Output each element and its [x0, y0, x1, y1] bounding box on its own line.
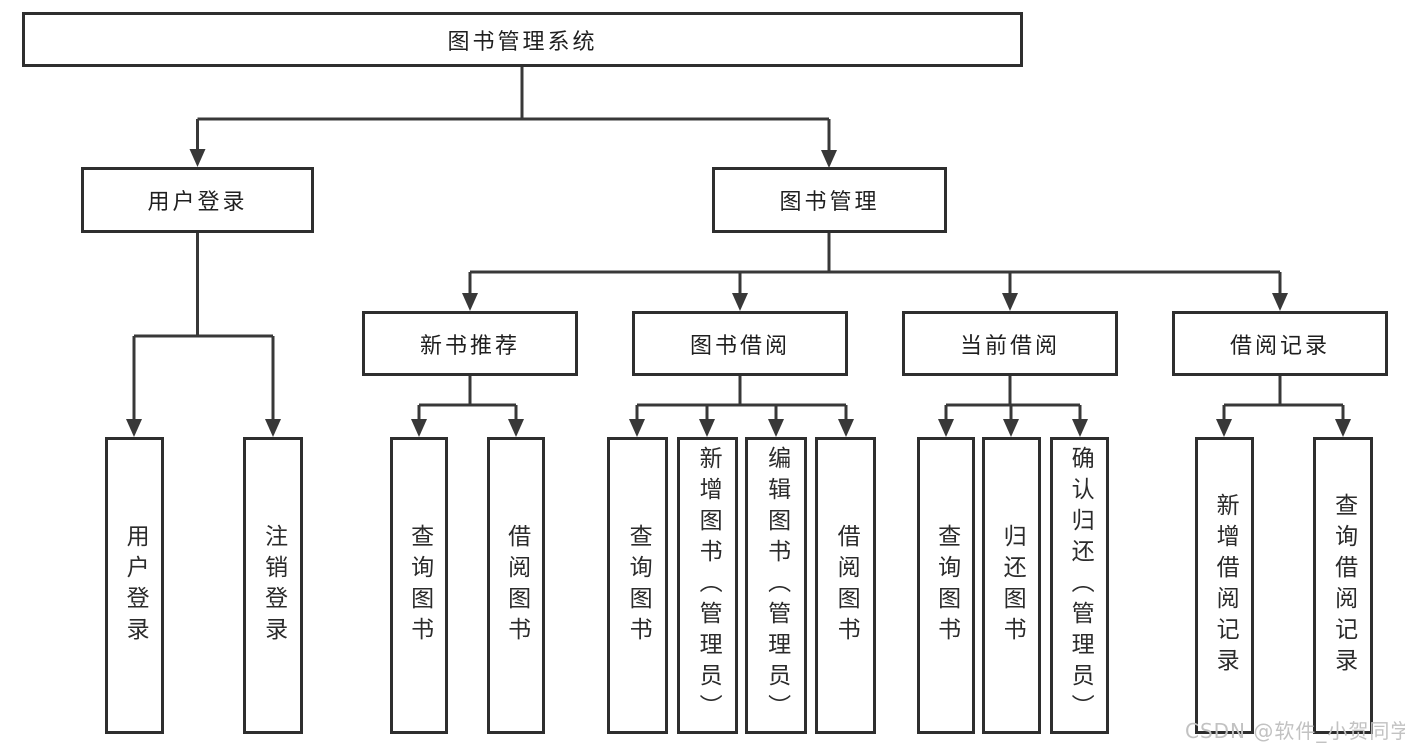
leaf-borrow-books-recommend: 借阅图书: [487, 437, 545, 734]
node-current-borrow: 当前借阅: [902, 311, 1118, 376]
node-borrow-records-label: 借阅记录: [1229, 333, 1330, 359]
leaf-confirm-return-admin: 确认归还（管理员）: [1050, 437, 1109, 734]
leaf-query-borrow-record-label: 查询借阅记录: [1330, 492, 1357, 679]
leaf-add-book-admin-label: 新增图书（管理员）: [695, 446, 722, 725]
leaf-add-book-admin: 新增图书（管理员）: [677, 437, 738, 734]
leaf-query-books-borrow: 查询图书: [607, 437, 668, 734]
leaf-edit-book-admin-label: 编辑图书（管理员）: [763, 446, 790, 725]
node-root-label: 图书管理系统: [447, 29, 598, 55]
node-user-login-label: 用户登录: [147, 190, 248, 215]
node-user-login: 用户登录: [81, 167, 314, 233]
node-book-management: 图书管理: [712, 167, 947, 233]
watermark: CSDN @软件_小贺同学: [1185, 719, 1405, 743]
node-borrow-records: 借阅记录: [1172, 311, 1388, 376]
node-current-borrow-label: 当前借阅: [959, 333, 1060, 359]
leaf-confirm-return-admin-label: 确认归还（管理员）: [1067, 446, 1094, 725]
node-new-book-recommend-label: 新书推荐: [419, 333, 520, 359]
node-book-borrow-label: 图书借阅: [689, 333, 790, 359]
node-book-management-label: 图书管理: [779, 190, 880, 215]
arrowheads: [126, 149, 1351, 437]
leaf-user-login: 用户登录: [105, 437, 164, 734]
leaf-edit-book-admin: 编辑图书（管理员）: [745, 437, 807, 734]
node-new-book-recommend: 新书推荐: [362, 311, 578, 376]
node-root: 图书管理系统: [22, 12, 1023, 67]
leaf-add-borrow-record: 新增借阅记录: [1195, 437, 1254, 734]
leaf-return-book: 归还图书: [982, 437, 1041, 734]
leaf-query-books-current: 查询图书: [917, 437, 975, 734]
leaf-query-books-current-label: 查询图书: [933, 523, 960, 648]
leaf-borrow-books-recommend-label: 借阅图书: [503, 523, 530, 648]
leaf-return-book-label: 归还图书: [999, 523, 1026, 648]
leaf-add-borrow-record-label: 新增借阅记录: [1212, 492, 1239, 679]
leaf-query-borrow-record: 查询借阅记录: [1313, 437, 1373, 734]
leaf-user-login-label: 用户登录: [122, 523, 149, 648]
leaf-query-books-recommend-label: 查询图书: [406, 523, 433, 648]
leaf-borrow-books: 借阅图书: [815, 437, 876, 734]
node-book-borrow: 图书借阅: [632, 311, 848, 376]
leaf-logout-label: 注销登录: [260, 523, 287, 648]
leaf-query-books-borrow-label: 查询图书: [625, 523, 652, 648]
leaf-query-books-recommend: 查询图书: [390, 437, 448, 734]
leaf-borrow-books-label: 借阅图书: [833, 523, 860, 648]
leaf-logout: 注销登录: [243, 437, 303, 734]
